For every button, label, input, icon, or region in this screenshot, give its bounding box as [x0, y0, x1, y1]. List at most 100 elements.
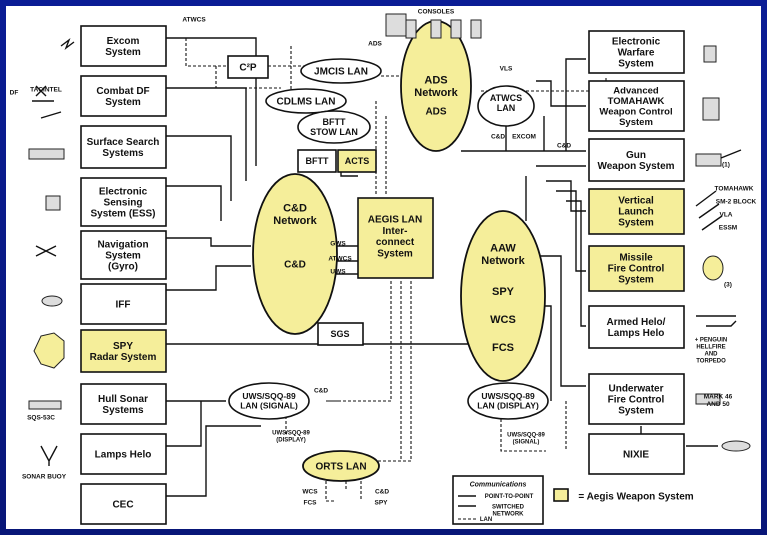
- underwater-fire-control-box[interactable]: [588, 373, 685, 425]
- aaw-wcs: WCS: [490, 314, 516, 326]
- wcs-orts-small: WCS: [302, 488, 318, 495]
- orts-lan[interactable]: [302, 450, 380, 482]
- ads-network-sub: ADS: [425, 107, 446, 118]
- cd-orts-small: C&D: [375, 488, 389, 495]
- helicopter-icon: [696, 315, 737, 327]
- cd-network[interactable]: [252, 173, 338, 335]
- console-icon-2: [405, 19, 417, 39]
- surface-search-systems-box[interactable]: [80, 125, 167, 169]
- torpedo-tube-icon: [695, 393, 721, 405]
- atwcs-cd-small: ATWCS: [328, 255, 352, 262]
- essm-small: ESSM: [719, 224, 737, 231]
- acts-label: ACTS: [345, 156, 370, 166]
- satellite-icon: [40, 111, 62, 119]
- iff-box[interactable]: [80, 283, 167, 325]
- nixie-label: NIXIE: [623, 450, 649, 461]
- gws-small: GWS: [330, 240, 346, 247]
- uws-sqq89-lan-display[interactable]: [467, 382, 549, 420]
- tomahawk-box[interactable]: [588, 80, 685, 132]
- ew-icon: [703, 45, 717, 63]
- c2p-label: C²P: [239, 63, 257, 74]
- acts-box[interactable]: [337, 149, 377, 173]
- uws-sqq89-lan-signal[interactable]: [228, 382, 310, 420]
- aaw-fcs: FCS: [492, 342, 514, 354]
- excom-system-box[interactable]: [80, 25, 167, 67]
- aaw-network[interactable]: [460, 210, 546, 382]
- cd-gun-small: C&D: [557, 142, 571, 149]
- sgs-box[interactable]: [317, 322, 364, 346]
- spy-orts-small: SPY: [374, 499, 388, 506]
- cec-box[interactable]: [80, 483, 167, 525]
- missile-fire-dish-icon: [702, 255, 724, 281]
- ads-small: ADS: [368, 40, 382, 47]
- legend: [452, 475, 569, 525]
- hull-sonar-systems-box[interactable]: [80, 383, 167, 425]
- missile-note: (3): [724, 281, 732, 288]
- armed-helo-label: Armed Helo/Lamps Helo: [607, 317, 666, 339]
- iff-label: IFF: [116, 300, 131, 311]
- atwcs-small: ATWCS: [182, 16, 206, 23]
- vla-small: VLA: [720, 211, 733, 218]
- iff-dish-icon: [41, 295, 63, 307]
- legend-lan: LAN: [480, 517, 492, 523]
- c2p-box[interactable]: [227, 55, 269, 79]
- lamps-helo-box[interactable]: [80, 433, 167, 475]
- jmcis-lan[interactable]: [300, 58, 382, 84]
- navigation-system-box[interactable]: [80, 230, 167, 280]
- sqs53c-small: SQS-53C: [27, 414, 55, 421]
- console-icon-3: [430, 19, 442, 39]
- cdlms-lan-label: CDLMS LAN: [277, 97, 336, 108]
- left-systems: [80, 25, 167, 525]
- nixie-box[interactable]: [588, 433, 685, 475]
- uws-small: UWS: [330, 268, 346, 275]
- spy-radar-system-box[interactable]: [80, 329, 167, 373]
- nixie-icon: [721, 440, 751, 452]
- uws-signal-small: UWS/SQQ-89(SIGNAL): [507, 433, 545, 446]
- combat-df-system-box[interactable]: [80, 75, 167, 117]
- sonar-icon: [28, 400, 62, 410]
- fcs-orts-small: FCS: [304, 499, 318, 506]
- cd-uws-small: C&D: [314, 387, 328, 394]
- jmcis-lan-label: JMCIS LAN: [314, 67, 368, 78]
- gun-icon: [695, 153, 722, 167]
- lamps-helo-label: Lamps Helo: [95, 450, 152, 461]
- consoles-small: CONSOLES: [418, 8, 455, 15]
- middle-boxes: [227, 55, 434, 346]
- gun-barrel-icon: [720, 149, 742, 159]
- gun-weapon-system-box[interactable]: [588, 138, 685, 182]
- ess-box[interactable]: [80, 177, 167, 227]
- bftt-box[interactable]: [297, 149, 337, 173]
- cdlms-lan[interactable]: [265, 88, 347, 114]
- lightning-icon: [60, 38, 75, 50]
- aegis-lan-box[interactable]: [357, 197, 434, 279]
- legend-title: Communications: [470, 481, 527, 488]
- tomahawk-icon: [702, 97, 720, 121]
- missile-fire-control-box[interactable]: [588, 245, 685, 292]
- vls-small: VLS: [500, 65, 513, 72]
- electronic-warfare-box[interactable]: [588, 30, 685, 74]
- armed-helo-box[interactable]: [588, 305, 685, 349]
- sgs-label: SGS: [330, 329, 349, 339]
- console-icon-4: [450, 19, 462, 39]
- bftt-stow-lan[interactable]: [297, 110, 371, 144]
- console-icon-5: [470, 19, 482, 39]
- atwcs-lan[interactable]: [477, 85, 535, 127]
- legend-aegis: = Aegis Weapon System: [578, 492, 693, 503]
- vls-box[interactable]: [588, 188, 685, 235]
- gun-note: (1): [722, 161, 730, 168]
